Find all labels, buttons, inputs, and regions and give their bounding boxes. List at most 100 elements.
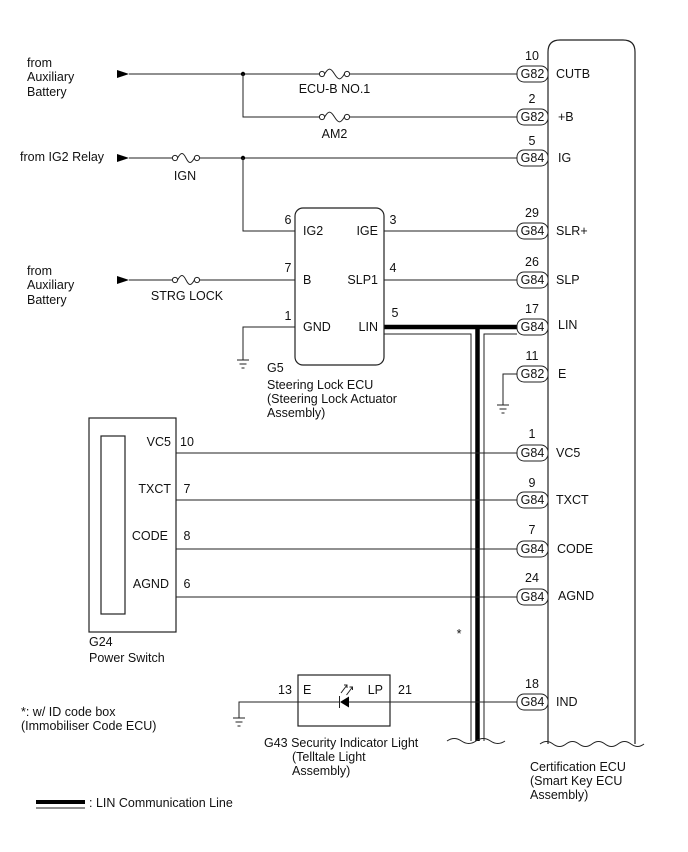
pin-number: 8	[184, 529, 191, 543]
component-box	[88, 417, 177, 633]
fuse-terminal	[318, 113, 326, 121]
pin-number: 10	[180, 435, 194, 449]
input-arrow-icon	[117, 154, 129, 162]
pin-number: 7	[184, 482, 191, 496]
fuse-terminal	[171, 154, 179, 162]
ground-icon	[237, 359, 249, 369]
terminal-label: SLR+	[556, 224, 588, 238]
pin-number: 2	[529, 92, 536, 106]
source-label-line: Auxiliary	[27, 70, 75, 84]
ecu-pin-lin: 17 G84 LIN	[516, 302, 577, 336]
break-line	[539, 741, 645, 747]
source-ig2-relay: from IG2 Relay	[20, 150, 105, 164]
pin-number: 3	[390, 213, 397, 227]
connector-oval	[516, 108, 549, 126]
fuse-label: STRG LOCK	[151, 289, 224, 303]
fuse-terminal	[343, 113, 351, 121]
ecu-pin-code: 7 G84 CODE	[516, 523, 593, 558]
wire-g43-e	[238, 701, 340, 718]
source-label-line: from	[27, 264, 52, 278]
connector-id: G84	[521, 542, 545, 556]
terminal-label: VC5	[556, 446, 580, 460]
input-arrow-icon	[117, 276, 129, 284]
connector-oval	[516, 540, 549, 558]
source-label-line: Auxiliary	[27, 278, 75, 292]
pin-number: 13	[278, 683, 292, 697]
component-name-line: G43 Security Indicator Light	[264, 736, 419, 750]
break-line	[446, 738, 506, 744]
fuse-icon	[177, 275, 195, 285]
component-name: Power Switch	[89, 651, 165, 665]
source-aux-battery-top: from Auxiliary Battery	[27, 56, 75, 99]
ecu-pin-txct: 9 G84 TXCT	[516, 476, 589, 509]
connector-id: G84	[521, 590, 545, 604]
component-name-line: Certification ECU	[530, 760, 626, 774]
ecu-pin-ig: 5 G84 IG	[516, 134, 571, 167]
fuse-terminal	[171, 276, 179, 284]
fuse-strg-lock: STRG LOCK	[151, 275, 224, 303]
terminal-label: AGND	[133, 577, 169, 591]
lin-bus	[384, 324, 517, 744]
connector-oval	[516, 444, 549, 462]
fuse-terminal	[343, 70, 351, 78]
footnote-line: (Immobiliser Code ECU)	[21, 719, 156, 733]
footnote: *: w/ ID code box (Immobiliser Code ECU)	[21, 705, 156, 733]
ecu-pin-slr-plus: 29 G84 SLR+	[516, 206, 588, 240]
wire-gnd	[242, 326, 295, 360]
terminal-label: IGE	[356, 224, 378, 238]
component-name-line: Steering Lock ECU	[267, 378, 373, 392]
terminal-label: IG2	[303, 224, 323, 238]
terminal-label: E	[558, 367, 566, 381]
ecu-pin-plus-b: 2 G82 +B	[516, 92, 574, 126]
fuse-ign: IGN	[171, 153, 201, 183]
pin-number: 5	[392, 306, 399, 320]
connector-oval	[516, 222, 549, 240]
terminal-label: B	[303, 273, 311, 287]
legend: : LIN Communication Line	[36, 796, 233, 810]
connector-oval	[516, 365, 549, 383]
pin-number: 17	[525, 302, 539, 316]
terminal-label: TXCT	[556, 493, 589, 507]
ground-icon	[233, 717, 245, 727]
connector-id: G84	[521, 446, 545, 460]
ecu-pin-cutb: 10 G82 CUTB	[516, 49, 590, 83]
connector-id: G84	[521, 493, 545, 507]
terminal-label: CUTB	[556, 67, 590, 81]
footnote-line: *: w/ ID code box	[21, 705, 116, 719]
source-label-line: Battery	[27, 85, 67, 99]
source-label-line: from	[27, 56, 52, 70]
terminal-label: SLP1	[347, 273, 378, 287]
legend-label: : LIN Communication Line	[89, 796, 233, 810]
terminal-label: AGND	[558, 589, 594, 603]
terminal-label: IND	[556, 695, 578, 709]
component-name-line: Assembly)	[267, 406, 325, 420]
terminal-label: CODE	[132, 529, 168, 543]
connector-id: G84	[521, 320, 545, 334]
ecu-pin-e: 11 G82 E	[516, 349, 566, 383]
terminal-label: VC5	[147, 435, 171, 449]
connector-oval	[516, 65, 549, 83]
fuse-icon	[324, 68, 345, 80]
pin-number: 24	[525, 571, 539, 585]
steering-lock-ecu: 6 IG2 7 B 1 GND 3 IGE 4 SLP1 5 LIN G5 St…	[267, 207, 399, 420]
connector-id: G84	[521, 695, 545, 709]
fuse-label: ECU-B NO.1	[299, 82, 371, 96]
fuse-terminal	[193, 276, 201, 284]
connector-oval	[516, 318, 549, 336]
wire-e	[502, 373, 517, 405]
connector-oval	[516, 149, 549, 167]
source-label-line: Battery	[27, 293, 67, 307]
component-code: G5	[267, 361, 284, 375]
connector-oval	[516, 491, 549, 509]
lin-line-thin	[483, 333, 517, 741]
pin-number: 21	[398, 683, 412, 697]
connector-oval	[516, 271, 549, 289]
ecu-pin-agnd: 24 G84 AGND	[516, 571, 594, 606]
certification-ecu: 10 G82 CUTB 2 G82 +B 5 G84 IG 29 G84 SLR…	[516, 39, 645, 802]
component-name-line: (Smart Key ECU	[530, 774, 622, 788]
wire-ig2	[242, 158, 295, 232]
component-code: G24	[89, 635, 113, 649]
component-box	[294, 207, 385, 366]
security-indicator-light: 13 E LP 21 G43 Security Indicator Light …	[264, 674, 419, 778]
terminal-label: +B	[558, 110, 574, 124]
